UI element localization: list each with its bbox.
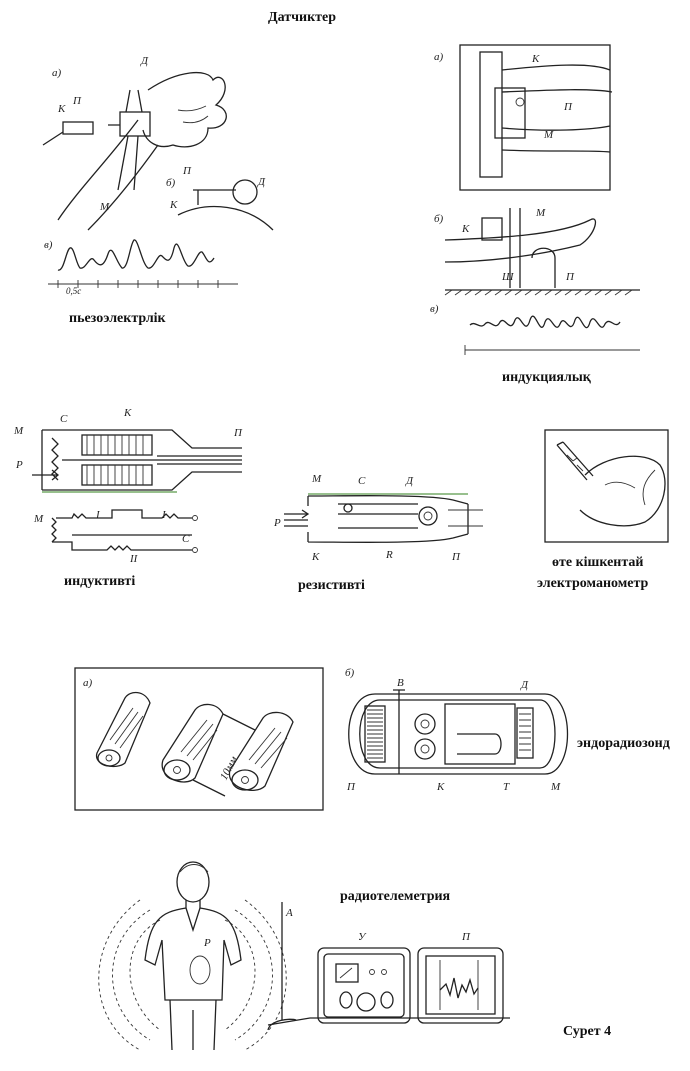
svg-text:П: П — [72, 95, 82, 107]
svg-text:П: П — [451, 551, 461, 563]
caption-micro-line1: өте кішкентай — [552, 555, 644, 570]
svg-text:М: М — [99, 201, 110, 213]
endoradiosonde-capsules-drawing: а) 10мм — [74, 667, 324, 811]
svg-text:К: К — [461, 223, 470, 235]
svg-text:P: P — [15, 459, 23, 471]
svg-text:II: II — [129, 553, 139, 565]
svg-text:М: М — [550, 781, 561, 793]
svg-text:К: К — [311, 551, 320, 563]
caption-micro-line2: электроманометр — [537, 576, 649, 591]
svg-text:П: П — [461, 931, 471, 943]
svg-text:Т: Т — [503, 781, 510, 793]
svg-text:С: С — [60, 413, 68, 425]
svg-text:П: П — [182, 165, 192, 177]
svg-text:R: R — [385, 549, 393, 561]
endoradiosonde-section-drawing: б) В Д П К Т М — [345, 667, 569, 793]
svg-text:а): а) — [83, 677, 93, 689]
caption-resistive: резистивті — [298, 578, 365, 593]
svg-text:Д: Д — [257, 176, 266, 188]
svg-text:К: К — [169, 199, 178, 211]
svg-text:К: К — [436, 781, 445, 793]
svg-text:К: К — [531, 53, 540, 65]
svg-text:Д: Д — [140, 55, 149, 67]
svg-text:а): а) — [434, 51, 444, 63]
svg-text:В: В — [397, 677, 404, 689]
svg-text:М: М — [311, 473, 322, 485]
caption-endoradiosonde: эндорадиозонд — [577, 736, 670, 751]
svg-text:А: А — [285, 907, 293, 919]
svg-text:Д: Д — [405, 475, 414, 487]
svg-text:С: С — [358, 475, 366, 487]
svg-text:П: П — [565, 271, 575, 283]
svg-text:П: П — [233, 427, 243, 439]
svg-text:P: P — [203, 937, 211, 949]
svg-text:С: С — [182, 533, 190, 545]
svg-text:К: К — [123, 407, 132, 419]
inductive-sensor-drawing: М С К П P М I I С II — [13, 407, 243, 565]
resistive-sensor-drawing: М С Д P К R П — [273, 473, 483, 563]
caption-induction: индукциялық — [502, 370, 591, 385]
svg-text:Ш: Ш — [501, 271, 514, 283]
induction-sensor-drawing: а) К П М б) К М Ш П в) — [430, 44, 640, 355]
piezo-sensor-drawing: а) Д К П М б) П К Д в) 0,5с — [42, 55, 274, 296]
figure-number: Сурет 4 — [563, 1024, 612, 1039]
svg-text:У: У — [358, 931, 367, 943]
micro-electromanometer-photo — [544, 429, 669, 543]
svg-text:М: М — [33, 513, 44, 525]
svg-text:P: P — [273, 517, 281, 529]
caption-inductive: индуктивті — [64, 574, 136, 589]
caption-radiotelemetry: радиотелеметрия — [340, 889, 451, 904]
svg-text:б): б) — [345, 667, 355, 679]
svg-text:б): б) — [434, 213, 444, 225]
svg-text:П: П — [563, 101, 573, 113]
svg-text:I: I — [161, 509, 167, 521]
svg-text:б): б) — [166, 177, 176, 189]
svg-text:М: М — [13, 425, 24, 437]
svg-text:Д: Д — [520, 679, 529, 691]
svg-text:в): в) — [430, 303, 439, 315]
page-title: Датчиктер — [268, 10, 337, 25]
svg-text:К: К — [57, 103, 66, 115]
svg-text:в): в) — [44, 239, 53, 251]
svg-text:М: М — [535, 207, 546, 219]
svg-text:а): а) — [52, 67, 62, 79]
svg-text:0,5с: 0,5с — [66, 286, 81, 296]
caption-piezoelectric: пьезоэлектрлік — [69, 311, 166, 326]
svg-text:П: П — [346, 781, 356, 793]
svg-text:I: I — [95, 509, 101, 521]
radiotelemetry-drawing: P А У П — [98, 861, 510, 1051]
svg-text:М: М — [543, 129, 554, 141]
